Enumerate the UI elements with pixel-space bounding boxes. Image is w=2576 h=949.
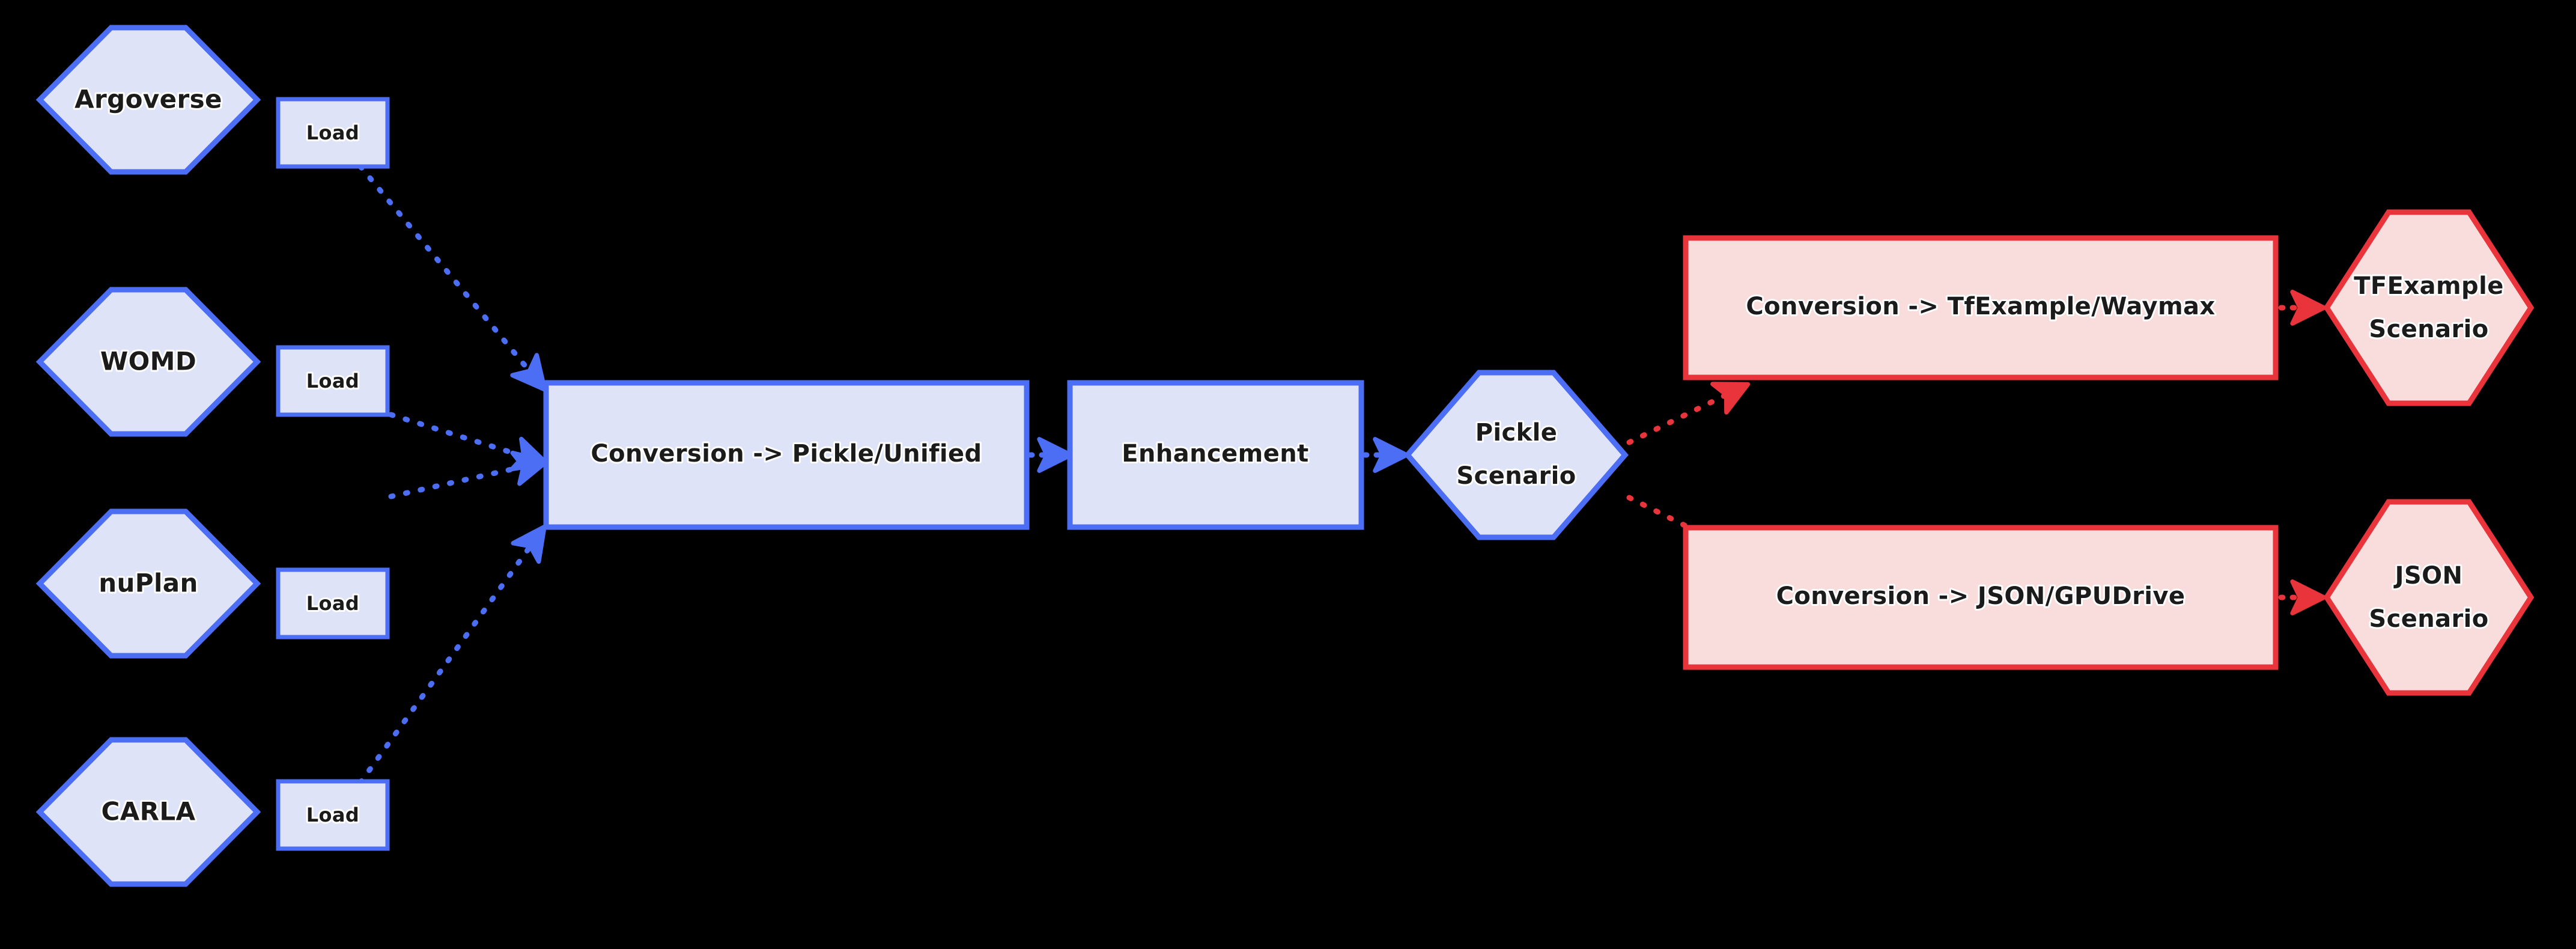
source-carla[interactable]: CARLA	[35, 737, 261, 887]
rect-shape	[276, 779, 390, 851]
edge-load-nuplan-to-conversion	[388, 450, 549, 499]
pickle-scenario-node[interactable]: Pickle Scenario	[1404, 370, 1629, 540]
edge-load-womd-to-conversion	[388, 412, 549, 472]
hexagon-shape	[35, 25, 261, 175]
hexagon-shape	[2323, 209, 2535, 406]
loader-label-argoverse: Load	[306, 121, 359, 144]
edge-load-carla-to-conversion	[357, 524, 547, 786]
loader-label-womd: Load	[306, 370, 359, 392]
loader-womd[interactable]: Load	[276, 345, 390, 417]
loader-label-nuplan: Load	[306, 592, 359, 615]
json-scenario-label-line1: JSON	[2393, 562, 2463, 590]
source-nuplan[interactable]: nuPlan	[35, 508, 261, 659]
rect-shape	[276, 567, 390, 639]
json-scenario-node[interactable]: JSON Scenario	[2323, 499, 2535, 696]
json-scenario-label-line2: Scenario	[2369, 605, 2488, 633]
source-argoverse[interactable]: Argoverse	[35, 25, 261, 175]
conversion-pickle-unified-label: Conversion -> Pickle/Unified	[591, 440, 982, 468]
tfexample-scenario-label-line2: Scenario	[2369, 316, 2488, 343]
loader-nuplan[interactable]: Load	[276, 567, 390, 639]
loader-argoverse[interactable]: Load	[276, 97, 390, 169]
hexagon-shape	[1404, 370, 1629, 540]
enhancement-label: Enhancement	[1122, 440, 1308, 468]
conversion-tfexample-waymax-node[interactable]: Conversion -> TfExample/Waymax	[1683, 235, 2279, 380]
loader-label-carla: Load	[306, 804, 359, 826]
source-label-womd: WOMD	[100, 347, 196, 376]
rect-shape	[1683, 525, 2279, 670]
pickle-scenario-label-line2: Scenario	[1456, 462, 1576, 490]
conversion-tfexample-waymax-label: Conversion -> TfExample/Waymax	[1746, 293, 2215, 320]
conversion-json-gpudrive-node[interactable]: Conversion -> JSON/GPUDrive	[1683, 525, 2279, 670]
source-label-nuplan: nuPlan	[99, 569, 198, 598]
source-label-argoverse: Argoverse	[74, 85, 222, 114]
loader-carla[interactable]: Load	[276, 779, 390, 851]
source-womd[interactable]: WOMD	[35, 287, 261, 437]
conversion-json-gpudrive-label: Conversion -> JSON/GPUDrive	[1776, 582, 2186, 610]
rect-shape	[543, 380, 1030, 530]
conversion-pickle-unified-node[interactable]: Conversion -> Pickle/Unified	[543, 380, 1030, 530]
enhancement-node[interactable]: Enhancement	[1067, 380, 1364, 530]
hexagon-shape	[2323, 499, 2535, 696]
rect-shape	[1067, 380, 1364, 530]
rect-shape	[276, 97, 390, 169]
tfexample-scenario-node[interactable]: TFExample Scenario	[2323, 209, 2535, 406]
rect-shape	[276, 345, 390, 417]
hexagon-shape	[35, 508, 261, 659]
source-label-carla: CARLA	[102, 797, 196, 826]
hexagon-shape	[35, 287, 261, 437]
edge-load-argoverse-to-conversion	[357, 163, 547, 392]
pickle-scenario-label-line1: Pickle	[1475, 419, 1558, 447]
tfexample-scenario-label-line1: TFExample	[2354, 272, 2503, 300]
edge-pickle-to-conversion-tfexample	[1626, 382, 1751, 445]
hexagon-shape	[35, 737, 261, 887]
rect-shape	[1683, 235, 2279, 380]
